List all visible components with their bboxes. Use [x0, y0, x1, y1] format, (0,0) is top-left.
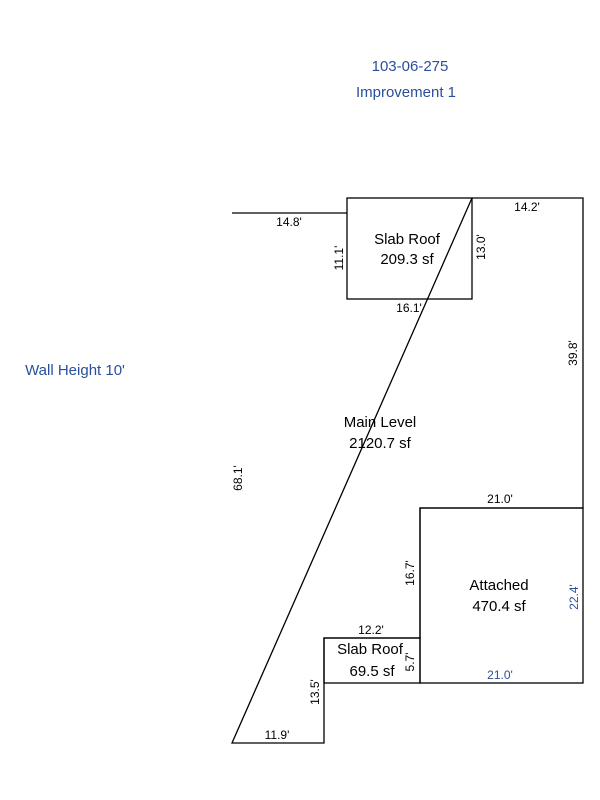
dim-right: 39.8'	[566, 340, 580, 366]
slab-bottom-area: 69.5 sf	[349, 663, 395, 680]
dim-left: 68.1'	[231, 465, 245, 491]
dim-main-top-right: 14.2'	[514, 200, 540, 214]
slab-roof-bottom-outline	[323, 637, 421, 684]
dim-step-left: 13.5'	[308, 679, 322, 705]
main-level-name: Main Level	[344, 414, 417, 431]
dim-attached-right: 22.4'	[567, 584, 581, 610]
dim-main-top-left: 14.8'	[276, 215, 302, 229]
main-level-area: 2120.7 sf	[349, 435, 412, 452]
attached-name: Attached	[469, 577, 528, 594]
dim-slab-left: 11.1'	[332, 246, 346, 271]
slab-bottom-name: Slab Roof	[337, 641, 404, 658]
attached-area: 470.4 sf	[472, 598, 526, 615]
slab-top-name: Slab Roof	[374, 231, 441, 248]
slab-top-area: 209.3 sf	[380, 251, 434, 268]
wall-height: Wall Height 10'	[25, 362, 125, 379]
dim-attached-left: 16.7'	[403, 560, 417, 586]
improvement-label: Improvement 1	[356, 84, 456, 101]
dim-bottom: 11.9'	[265, 728, 290, 742]
dim-slab-bottom: 16.1'	[396, 301, 422, 315]
dim-attached-top: 21.0'	[487, 492, 513, 506]
slab-roof-top-outline	[346, 197, 473, 300]
attached-outline	[419, 507, 584, 684]
dim-attached-bottom: 21.0'	[487, 668, 513, 682]
dim-slab2-right: 5.7'	[403, 653, 417, 672]
parcel-id: 103-06-275	[372, 58, 449, 75]
dim-slab-right: 13.0'	[474, 234, 488, 260]
dim-slab2-top: 12.2'	[358, 623, 384, 637]
